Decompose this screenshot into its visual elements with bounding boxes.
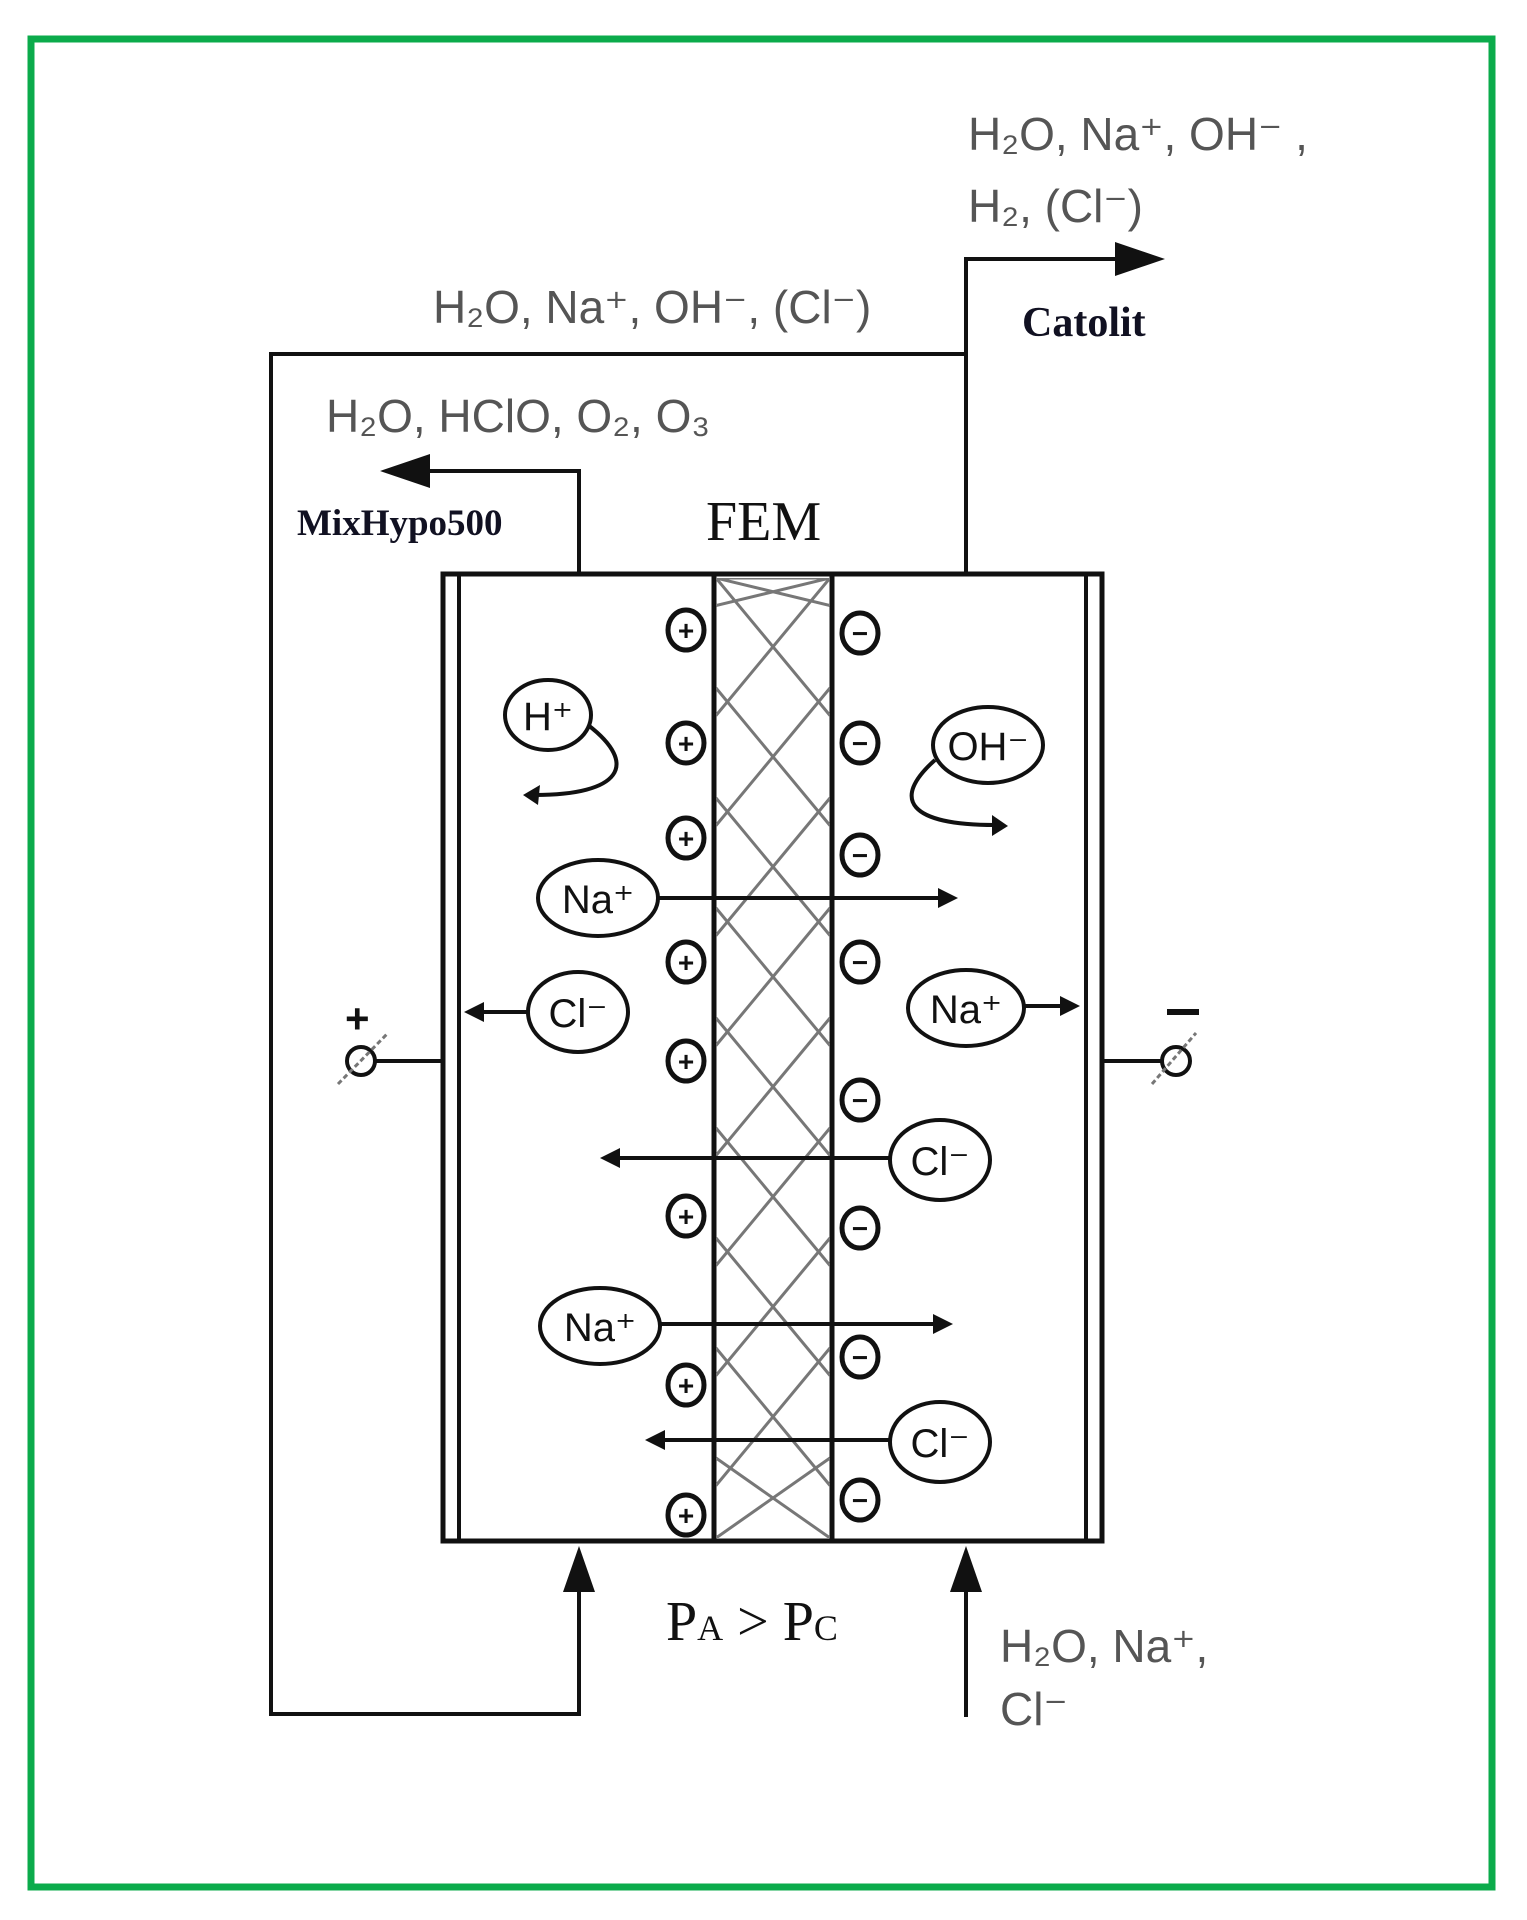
mesh-strand — [716, 1347, 830, 1487]
anolyte-output-formula: H₂O, HClO, O₂, O₃ — [326, 390, 710, 442]
membrane-charges: + + + + + + + + − − − − − − − − — [665, 607, 881, 1538]
ion-cl-minus-crossing-2: Cl⁻ — [645, 1400, 992, 1484]
ion-cl-minus-crossing-1: Cl⁻ — [600, 1118, 992, 1202]
svg-text:H⁺: H⁺ — [523, 695, 573, 739]
negative-charge-icon: − — [839, 832, 881, 878]
svg-text:+: + — [678, 1500, 694, 1531]
positive-charge-icon: + — [665, 607, 707, 653]
frame-border — [27, 35, 1496, 1891]
svg-text:−: − — [852, 728, 868, 759]
svg-text:+: + — [678, 615, 694, 646]
oh-minus-curved-arrow — [909, 758, 996, 827]
svg-text:+: + — [678, 728, 694, 759]
positive-charge-icon: + — [665, 720, 707, 766]
cathode-terminal — [1102, 1009, 1199, 1085]
svg-text:−: − — [852, 1485, 868, 1516]
mesh-strand — [716, 907, 830, 1047]
svg-text:+: + — [678, 947, 694, 978]
ion-na-plus-crossing-1: Na⁺ — [536, 858, 958, 938]
positive-charge-icon: + — [665, 939, 707, 985]
mixhypo-label: MixHypo500 — [297, 503, 503, 544]
positive-charge-icon: + — [665, 815, 707, 861]
recirculation-formula: H₂O, Na⁺, OH⁻, (Cl⁻) — [433, 281, 871, 333]
negative-charge-icon: − — [839, 720, 881, 766]
cathode-terminal-icon — [1160, 1045, 1192, 1077]
mesh-strand — [716, 1127, 830, 1267]
cell-housing — [440, 571, 1105, 1544]
positive-charge-icon: + — [665, 1038, 707, 1084]
catolit-label: Catolit — [1022, 300, 1146, 346]
svg-text:Cl⁻: Cl⁻ — [549, 992, 608, 1036]
svg-text:−: − — [852, 840, 868, 871]
ion-oh-minus: OH⁻ — [909, 705, 1045, 836]
svg-text:+: + — [678, 1046, 694, 1077]
membrane-mesh — [716, 578, 830, 1538]
negative-charge-icon: − — [839, 1077, 881, 1123]
svg-text:−: − — [852, 1085, 868, 1116]
svg-text:Cl⁻: Cl⁻ — [911, 1422, 970, 1466]
svg-text:Na⁺: Na⁺ — [564, 1306, 636, 1350]
mesh-strand — [716, 1017, 830, 1157]
h-plus-curved-arrow — [534, 723, 619, 797]
negative-charge-icon: − — [839, 1334, 881, 1380]
mixhypo-arrowhead — [380, 454, 430, 488]
anode-terminal: + — [336, 995, 443, 1086]
svg-text:−: − — [852, 947, 868, 978]
negative-charge-icon: − — [839, 610, 881, 656]
negative-charge-icon: − — [839, 1205, 881, 1251]
mesh-strand — [716, 578, 830, 717]
anode-inlet-arrowhead — [563, 1546, 595, 1592]
membrane-label: FEM — [706, 491, 821, 553]
svg-text:Na⁺: Na⁺ — [930, 988, 1002, 1032]
svg-text:Cl⁻: Cl⁻ — [911, 1140, 970, 1184]
negative-charge-icon: − — [839, 1477, 881, 1523]
ion-cl-minus-anode: Cl⁻ — [464, 970, 630, 1054]
catolit-arrowhead — [1115, 242, 1165, 276]
ion-h-plus: H⁺ — [503, 678, 619, 805]
mesh-strand — [716, 687, 830, 827]
svg-text:OH⁻: OH⁻ — [947, 725, 1028, 769]
positive-charge-icon: + — [665, 1362, 707, 1408]
svg-text:Na⁺: Na⁺ — [562, 878, 634, 922]
anode-sign: + — [345, 995, 370, 1042]
mesh-strand — [716, 1237, 830, 1377]
svg-text:+: + — [678, 1201, 694, 1232]
cathode-inlet-arrowhead — [950, 1546, 982, 1592]
positive-charge-icon: + — [665, 1492, 707, 1538]
catolit-output-formula-1: H₂O, Na⁺, OH⁻ , — [968, 108, 1308, 160]
svg-text:+: + — [678, 1370, 694, 1401]
recirculation-line — [269, 352, 966, 1716]
svg-text:−: − — [852, 1213, 868, 1244]
membrane-fem — [711, 574, 835, 1541]
ion-na-plus-crossing-2: Na⁺ — [538, 1286, 953, 1366]
mesh-strand — [716, 797, 830, 937]
inlet-formula-2: Cl⁻ — [1000, 1683, 1068, 1735]
anolyte-outlet-line — [425, 469, 581, 574]
positive-charge-icon: + — [665, 1193, 707, 1239]
svg-text:−: − — [852, 618, 868, 649]
mesh-strand — [716, 1456, 830, 1538]
svg-text:+: + — [678, 823, 694, 854]
inlet-formula-1: H₂O, Na⁺, — [1000, 1620, 1208, 1672]
negative-charge-icon: − — [839, 939, 881, 985]
pressure-condition: PA > PC — [666, 1591, 838, 1653]
catolit-outlet-line — [964, 257, 1120, 574]
ion-na-plus-cathode: Na⁺ — [906, 968, 1080, 1048]
svg-text:−: − — [852, 1342, 868, 1373]
catolit-output-formula-2: H₂, (Cl⁻) — [968, 180, 1143, 232]
